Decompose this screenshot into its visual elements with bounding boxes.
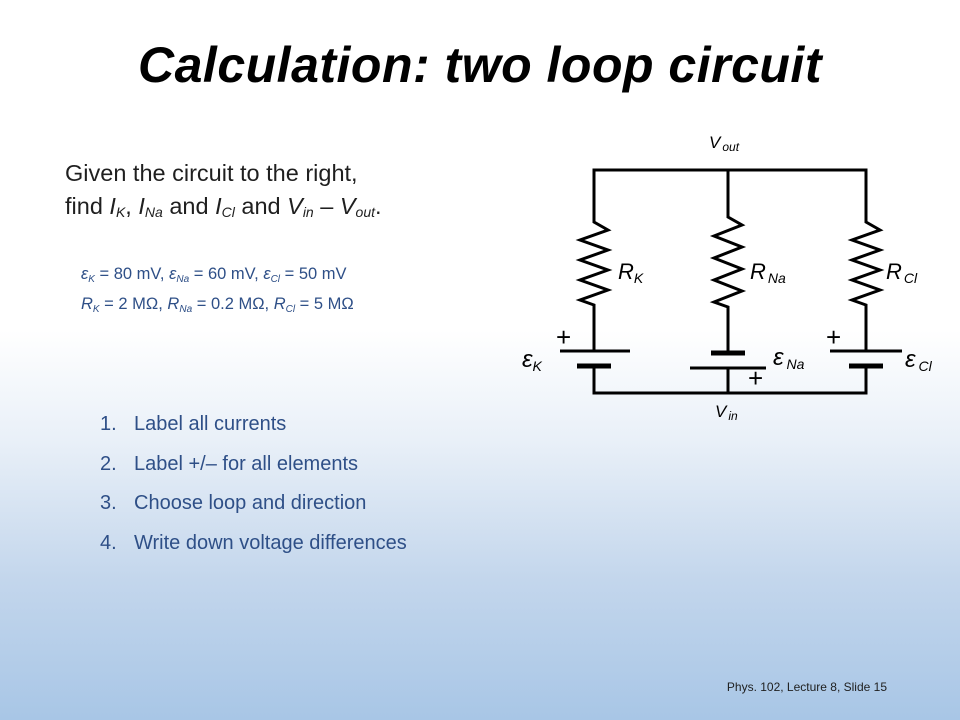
step-item: 2.Label +/– for all elements — [100, 452, 359, 475]
slide-title: Calculation: two loop circuit — [138, 37, 822, 93]
resistor-k-label: RK — [618, 259, 644, 286]
battery-k-plus-sign: + — [556, 322, 571, 352]
step-item: 4.Write down voltage differences — [100, 531, 407, 554]
battery-k-label: εK — [522, 346, 543, 374]
step-item: 3.Choose loop and direction — [100, 492, 367, 514]
steps-list: 1.Label all currents 2.Label +/– for all… — [100, 413, 407, 571]
branch-na-wire — [709, 168, 747, 355]
battery-cl-plus-sign: + — [826, 322, 841, 352]
given-values: εK = 80 mV, εNa = 60 mV, εCl = 50 mV RK … — [81, 262, 354, 322]
branch-k-wire — [575, 168, 613, 353]
problem-line-2: find IK, INa and ICl and Vin – Vout. — [65, 193, 382, 220]
slide-footer: Phys. 102, Lecture 8, Slide 15 — [726, 680, 887, 694]
emf-values: εK = 80 mV, εNa = 60 mV, εCl = 50 mV — [81, 265, 347, 285]
branch-cl-wire — [847, 168, 885, 353]
battery-na-plus-sign: + — [748, 363, 763, 393]
problem-statement: Given the circuit to the right, find IK,… — [65, 157, 382, 229]
step-item: 1.Label all currents — [100, 413, 287, 435]
problem-line-1: Given the circuit to the right, — [65, 160, 358, 186]
resistance-values: RK = 2 MΩ, RNa = 0.2 MΩ, RCl = 5 MΩ — [81, 295, 354, 315]
